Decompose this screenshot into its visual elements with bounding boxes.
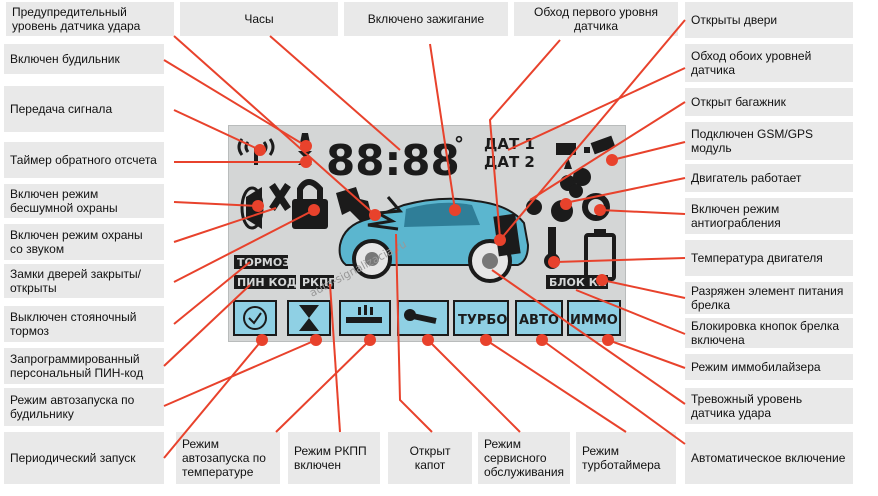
line-autostart-alarm [163,339,317,407]
label-turbo-timer: Режим турботаймера [576,432,676,484]
pin-kod-text: ПИН КОД [237,276,297,289]
hourglass-small-icon [298,151,312,165]
crash-burst-icon [367,196,404,231]
icon-box-temperature-mode [339,300,391,336]
tormoz-text: ТОРМОЗ [237,256,290,269]
degree-sign: ° [454,132,464,156]
label-autostart-temp: Режим автозапуска по температуре [176,432,280,484]
label-signal-tx: Передача сигнала [4,86,164,132]
label-door-locks: Замки дверей закрыты/открыты [4,264,164,298]
avto-text: АВТО [519,313,559,328]
label-shock-alarm: Тревожный уровень датчика удара [685,388,853,424]
blok-kn-text: БЛОК КН [549,276,607,289]
battery-icon [584,229,616,281]
label-engine-running: Двигатель работает [685,164,853,192]
label-bypass-both: Обход обоих уровней датчика [685,44,853,82]
label-periodic: Периодический запуск [4,432,164,484]
antirobbery-icon [582,193,610,221]
clock-digits: 88:88 [326,136,460,185]
label-alarm-clock: Включен будильник [4,44,164,74]
thermometer-icon [544,227,560,269]
icon-box-turbo: ТУРБО [453,300,509,336]
label-silent-arm: Включен режим бесшумной охраны [4,184,164,218]
lcd-artwork: 88:88 ° ДАТ 1 ДАТ 2 [233,132,621,336]
label-doors-open: Открыты двери [685,2,853,38]
car-icon [338,197,530,283]
label-bypass-first: Обход первого уровня датчика [514,2,678,36]
line-autostart-temp [275,339,371,433]
line-immobilizer [607,339,686,369]
label-keylock: Блокировка кнопок брелка включена [685,318,853,348]
line-service [427,339,521,433]
turbo-text: ТУРБО [458,313,507,328]
dat1-text: ДАТ 1 [484,135,535,153]
engine-icon [526,199,573,222]
icon-box-periodic [233,300,277,336]
label-autostart-alarm: Режим автозапуска по будильнику [4,388,164,426]
label-hood-open: Открыт капот [388,432,472,484]
icon-box-avto: АВТО [515,300,563,336]
bell-icon [300,133,310,143]
label-gearbox: Режим РКПП включен [288,432,380,484]
icon-box-immo: ИММО [567,300,621,336]
label-auto-on: Автоматическое включение [685,432,853,484]
label-sound-arm: Включен режим охраны со звуком [4,224,164,260]
line-turbo-timer [485,339,627,433]
icon-box-hourglass [287,300,331,336]
exhaust-smoke-icon [560,168,591,198]
label-trunk-open: Открыт багажник [685,88,853,116]
satellite-icon [556,135,616,169]
antenna-icon [237,138,275,165]
label-engine-temp: Температура двигателя [685,240,853,276]
immo-text: ИММО [570,313,618,328]
key-icon [336,187,372,221]
line-auto-on [541,339,686,445]
padlock-icon [292,179,328,229]
label-parking-brake: Выключен стояночный тормоз [4,306,164,342]
dat2-text: ДАТ 2 [484,153,535,171]
label-service: Режим сервисного обслуживания [478,432,570,484]
label-shock-pre: Предупредительный уровень датчика удара [6,2,174,36]
label-antirobbery: Включен режим антиограбления [685,198,853,234]
label-clock: Часы [180,2,338,36]
cross-icon [269,183,291,211]
label-ignition: Включено зажигание [344,2,508,36]
label-immobilizer: Режим иммобилайзера [685,354,853,380]
speaker-icon [240,186,264,230]
label-countdown: Таймер обратного отсчета [4,142,164,178]
label-gsm-gps: Подключен GSM/GPS модуль [685,122,853,160]
label-battery-low: Разряжен элемент питания брелка [685,282,853,314]
label-pin-code: Запрограммированный персональный ПИН-код [4,348,164,384]
icon-box-wrench [397,300,449,336]
